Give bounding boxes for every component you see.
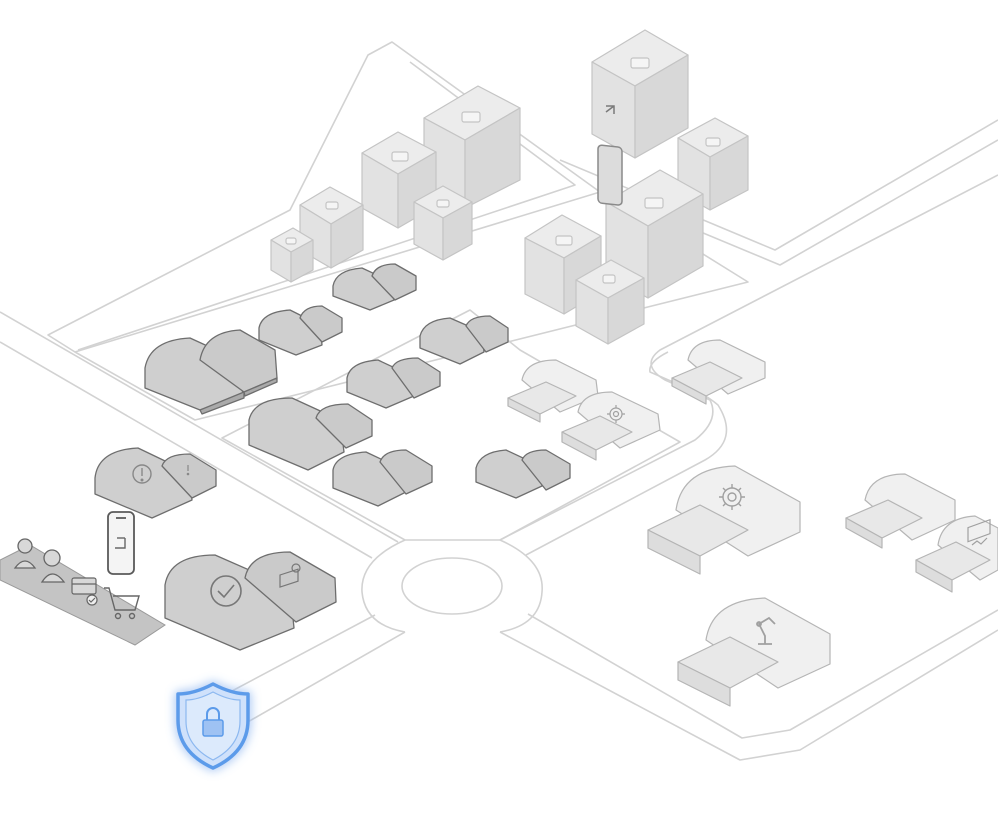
factory-small-2	[671, 339, 766, 405]
commerce-platform	[0, 538, 166, 646]
warehouse-center-4	[332, 449, 433, 507]
shield-lock-icon	[176, 682, 250, 770]
alert-icon-small	[186, 465, 190, 476]
tower-phone	[591, 29, 689, 159]
robot-arm-icon	[756, 616, 776, 645]
dashboard-screen-icon	[967, 518, 991, 546]
warehouse-mid-1	[258, 305, 343, 356]
factory-right-1	[845, 473, 956, 549]
road-south-east	[499, 629, 998, 761]
warehouses	[94, 263, 571, 651]
credit-card-icon	[71, 577, 98, 606]
road-south-west-2	[214, 614, 376, 701]
warehouse-check	[164, 551, 337, 651]
alert-icon	[132, 464, 152, 484]
shopping-cart-icon	[104, 587, 140, 620]
road-network	[0, 41, 998, 761]
tower-center-front	[413, 185, 473, 261]
road-west	[0, 311, 399, 543]
warehouse-center-5	[475, 449, 571, 499]
gear-icon-small	[607, 405, 625, 423]
tower-center-mid	[361, 131, 437, 229]
tower-east-mid	[524, 214, 602, 315]
people-icon	[13, 538, 66, 583]
warehouse-large-left	[144, 329, 278, 415]
roundabout-outer	[361, 539, 543, 633]
smartphone-icon-floating	[107, 511, 135, 575]
smartphone-icon	[597, 105, 623, 206]
warehouse-center-2	[346, 357, 441, 409]
road-south-east-2	[527, 609, 998, 739]
warehouse-center-1	[248, 397, 373, 471]
office-buildings	[270, 29, 749, 345]
warehouse-alert	[94, 447, 217, 519]
tower-right-small	[677, 117, 749, 211]
factory-small-1	[507, 359, 599, 423]
factory-right-dashboard	[915, 515, 998, 593]
factories	[507, 339, 998, 707]
road-west-2	[0, 341, 373, 559]
factory-small-gear	[561, 391, 661, 461]
tower-left-2	[270, 227, 314, 283]
gear-icon	[719, 484, 745, 510]
tower-east-front	[575, 259, 645, 345]
factory-large-robot	[677, 597, 831, 707]
warehouse-mid-2	[332, 263, 417, 311]
factory-large-gear	[647, 465, 801, 575]
ticket-icon	[279, 563, 301, 588]
checkmark-icon	[210, 575, 242, 607]
warehouse-center-3	[419, 315, 509, 365]
roundabout-inner	[401, 557, 503, 615]
